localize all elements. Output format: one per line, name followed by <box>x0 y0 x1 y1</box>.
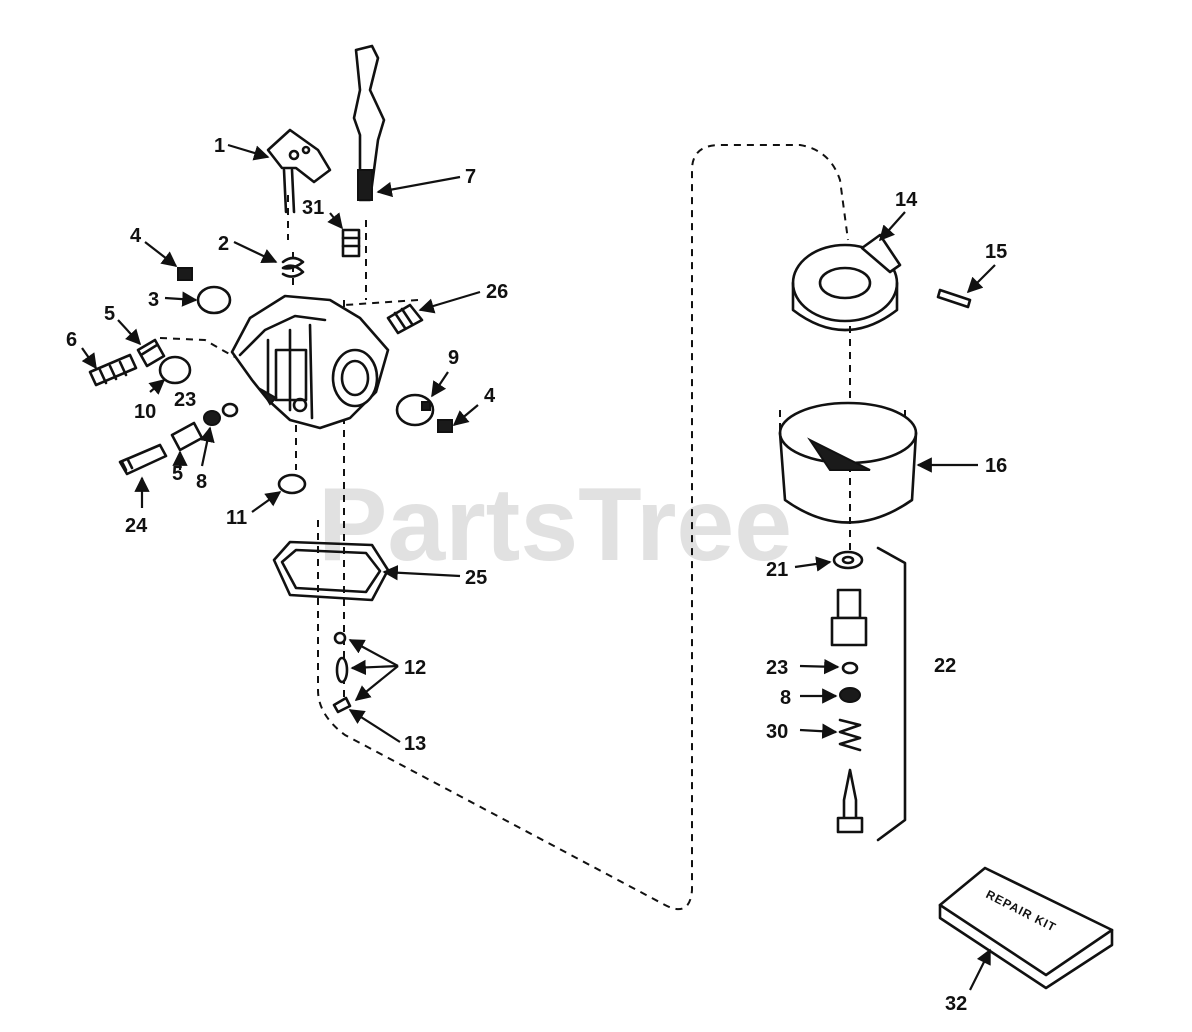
callout-11: 11 <box>226 507 247 529</box>
watermark: PartsTree <box>318 467 792 583</box>
callout-12: 12 <box>404 657 426 679</box>
callout-24: 24 <box>125 515 148 537</box>
part-5-fitting-upper <box>136 338 166 368</box>
callout-4-right: 4 <box>484 385 496 407</box>
callout-3: 3 <box>148 289 159 311</box>
callout-14: 14 <box>895 189 918 211</box>
callout-8-right: 8 <box>780 687 791 709</box>
callout-arrows <box>81 143 996 991</box>
callout-16: 16 <box>985 455 1007 477</box>
part-4-screw-top <box>177 267 193 281</box>
part-25-gasket-ring <box>272 540 390 602</box>
part-9-choke-disc <box>395 393 435 427</box>
callout-23-right: 23 <box>766 657 788 679</box>
callout-23-left: 23 <box>174 389 196 411</box>
part-8-oring-right <box>839 687 861 703</box>
part-4-screw-right <box>437 419 453 433</box>
part-22-bracket <box>876 546 907 842</box>
callout-6: 6 <box>66 329 77 351</box>
callout-26: 26 <box>486 281 508 303</box>
part-10-gasket <box>158 355 192 385</box>
callout-25: 25 <box>465 567 487 589</box>
callout-labels: 1 2 3 4 5 6 7 8 9 10 11 12 13 14 15 16 2… <box>66 135 1007 1015</box>
callout-31: 31 <box>302 197 324 219</box>
part-23-washer-left <box>221 402 239 418</box>
part-13-pin <box>332 696 352 714</box>
part-1-throttle-plate <box>266 128 332 214</box>
callout-22: 22 <box>934 655 956 677</box>
part-24-mixture-screw <box>118 443 168 476</box>
part-22-needle <box>836 768 864 834</box>
part-23-washer-right <box>841 661 859 675</box>
callout-30: 30 <box>766 721 788 743</box>
callout-2: 2 <box>218 233 229 255</box>
part-11-oring <box>277 473 307 495</box>
carburetor-body <box>230 294 390 430</box>
part-14-float <box>791 233 902 332</box>
part-30-spring <box>838 718 862 752</box>
part-15-pin <box>936 288 972 309</box>
part-32-repair-kit: REPAIR KIT <box>938 866 1114 990</box>
part-2-spring <box>281 256 305 278</box>
callout-21: 21 <box>766 559 788 581</box>
callout-13: 13 <box>404 733 426 755</box>
part-26-spring-tube <box>386 303 424 335</box>
part-8-oring-left <box>203 410 221 426</box>
part-12-pins <box>333 631 349 684</box>
callout-7: 7 <box>465 166 476 188</box>
callout-15: 15 <box>985 241 1007 263</box>
part-31-bushing <box>341 228 361 258</box>
part-22-bowl-nut <box>830 588 868 647</box>
part-3-choke-plate <box>196 285 232 315</box>
part-5-fitting-lower <box>170 421 204 452</box>
callout-1: 1 <box>214 135 225 157</box>
part-7-throttle-shaft <box>352 44 386 202</box>
callout-9: 9 <box>448 347 459 369</box>
callout-32: 32 <box>945 993 967 1015</box>
callout-4-top: 4 <box>130 225 142 247</box>
part-16-bowl <box>778 401 918 524</box>
callout-10: 10 <box>134 401 156 423</box>
part-6-needle <box>88 353 138 387</box>
part-21-washer <box>832 550 864 570</box>
callout-8-left: 8 <box>196 471 207 493</box>
callout-5-upper: 5 <box>104 303 115 325</box>
callout-5-lower: 5 <box>172 463 183 485</box>
